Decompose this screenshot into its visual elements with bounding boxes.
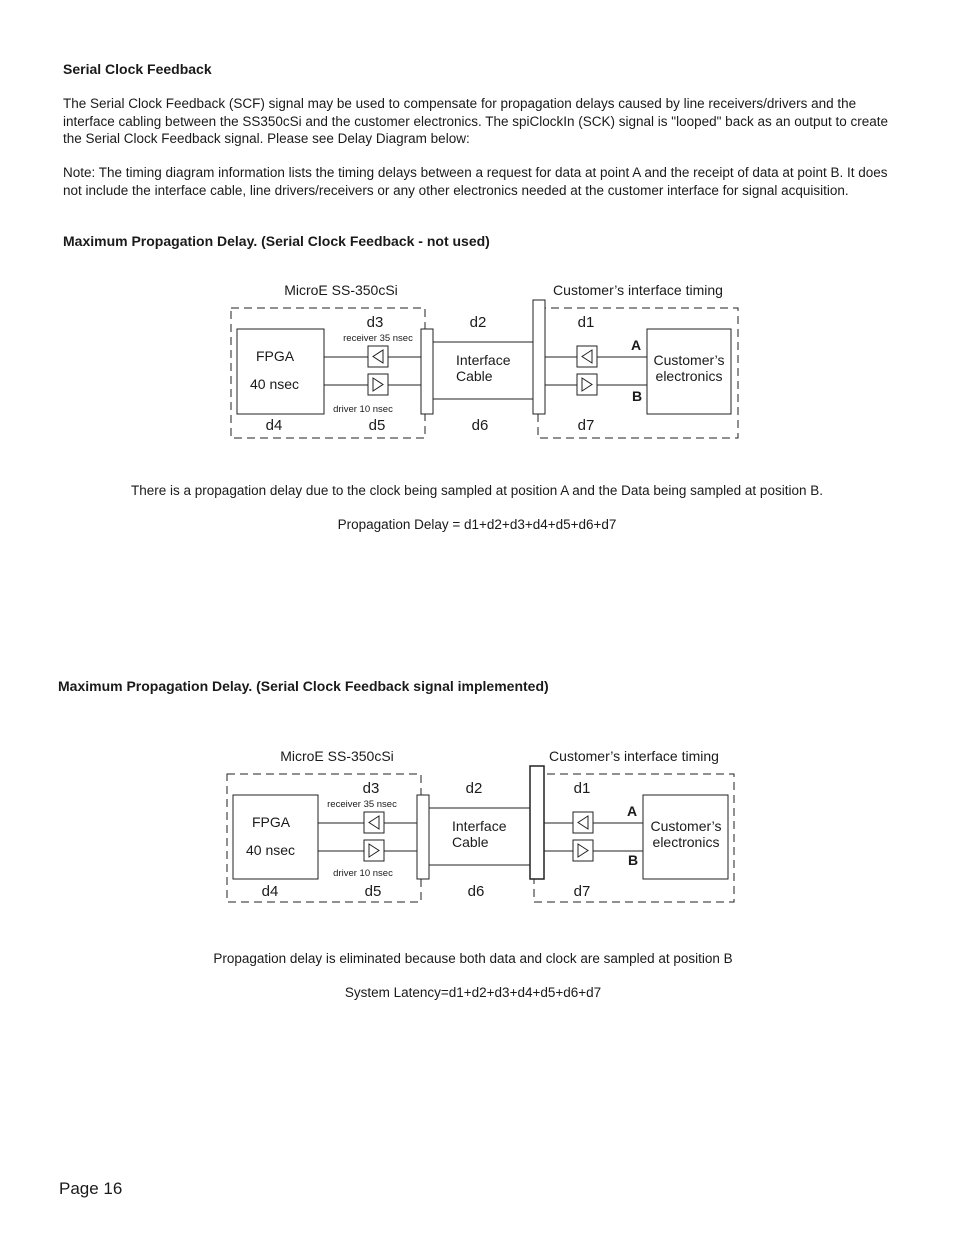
receiver-icon <box>368 815 380 830</box>
left-title: MicroE SS-350cSi <box>284 282 398 298</box>
driver-box <box>363 839 385 862</box>
section1-caption: There is a propagation delay due to the … <box>131 483 823 498</box>
heading-serial-clock-feedback: Serial Clock Feedback <box>63 61 212 77</box>
delay-diagram-scf-implemented: MicroE SS-350cSi Customer’s interface ti… <box>226 748 735 903</box>
customer-electronics-block <box>646 328 732 415</box>
d7-label: d7 <box>574 883 591 900</box>
d2-label: d2 <box>466 780 483 797</box>
d7-label: d7 <box>578 417 595 434</box>
d3-label: d3 <box>367 314 384 331</box>
driver-box <box>367 373 389 396</box>
driver-label: driver 10 nsec <box>333 404 393 415</box>
d2-label: d2 <box>470 314 487 331</box>
sensor-connector <box>416 794 430 880</box>
customer-label-1: Customer’s <box>653 352 724 368</box>
d3-label: d3 <box>363 780 380 797</box>
cable-label-2: Cable <box>452 834 489 850</box>
customer-electronics-block <box>642 794 729 880</box>
point-a: A <box>627 803 637 819</box>
page-number: Page 16 <box>59 1179 123 1198</box>
customer-label-2: electronics <box>656 368 723 384</box>
fpga-delay: 40 nsec <box>250 376 299 392</box>
d4-label: d4 <box>266 417 283 434</box>
customer-driver-icon <box>581 377 593 392</box>
customer-connector <box>532 299 546 415</box>
d1-label: d1 <box>578 314 595 331</box>
section1-heading: Maximum Propagation Delay. (Serial Clock… <box>63 233 490 249</box>
cable-label-1: Interface <box>456 352 511 368</box>
delay-diagram-scf-not-used: MicroE SS-350cSi Customer’s interface ti… <box>230 282 739 439</box>
fpga-label: FPGA <box>256 348 295 364</box>
driver-label: driver 10 nsec <box>333 868 393 879</box>
d6-label: d6 <box>468 883 485 900</box>
section1-formula: Propagation Delay = d1+d2+d3+d4+d5+d6+d7 <box>337 517 617 532</box>
d1-label: d1 <box>574 780 591 797</box>
driver-icon <box>372 377 384 392</box>
customer-connector <box>529 765 545 880</box>
fpga-label: FPGA <box>252 814 291 830</box>
intro-paragraph: The Serial Clock Feedback (SCF) signal m… <box>63 96 889 146</box>
customer-boundary <box>537 307 739 439</box>
sensor-connector <box>420 328 434 415</box>
point-b: B <box>632 388 642 404</box>
d5-label: d5 <box>365 883 382 900</box>
driver-icon <box>368 843 380 858</box>
section2-formula: System Latency=d1+d2+d3+d4+d5+d6+d7 <box>344 985 602 1000</box>
receiver-icon <box>372 349 384 364</box>
receiver-label: receiver 35 nsec <box>327 799 397 810</box>
customer-driver-icon <box>577 843 589 858</box>
right-title: Customer’s interface timing <box>549 748 719 764</box>
customer-receiver-icon <box>577 815 589 830</box>
d4-label: d4 <box>262 883 279 900</box>
sensor-boundary <box>226 773 422 903</box>
cable-label-2: Cable <box>456 368 493 384</box>
d6-label: d6 <box>472 417 489 434</box>
section2-heading: Maximum Propagation Delay. (Serial Clock… <box>58 678 549 694</box>
section2-caption: Propagation delay is eliminated because … <box>213 951 733 966</box>
receiver-label: receiver 35 nsec <box>343 333 413 344</box>
left-title: MicroE SS-350cSi <box>280 748 394 764</box>
note-paragraph: Note: The timing diagram information lis… <box>63 165 888 198</box>
point-a: A <box>631 337 641 353</box>
customer-receiver-icon <box>581 349 593 364</box>
customer-label-2: electronics <box>653 834 720 850</box>
customer-label-1: Customer’s <box>650 818 721 834</box>
fpga-delay: 40 nsec <box>246 842 295 858</box>
d5-label: d5 <box>369 417 386 434</box>
sensor-boundary <box>230 307 426 439</box>
cable-label-1: Interface <box>452 818 507 834</box>
fpga-block <box>232 794 319 880</box>
fpga-block <box>236 328 325 415</box>
receiver-box <box>367 345 389 368</box>
point-b: B <box>628 852 638 868</box>
right-title: Customer’s interface timing <box>553 282 723 298</box>
receiver-box <box>363 811 385 834</box>
